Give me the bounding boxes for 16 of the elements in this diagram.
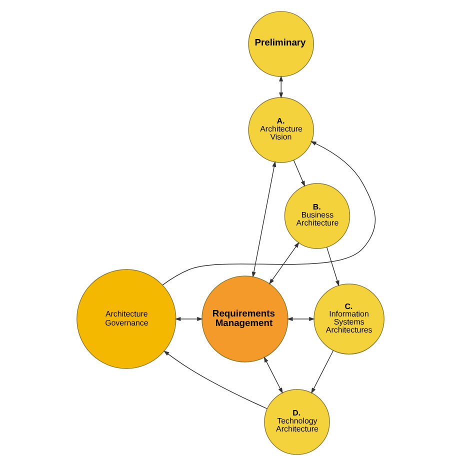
arrow — [174, 317, 202, 322]
arrow — [326, 246, 339, 286]
node-circle: A. Architecture Vision — [248, 97, 314, 163]
arrow — [268, 242, 299, 285]
arrow — [162, 141, 376, 286]
node-circle: Preliminary — [248, 11, 314, 77]
arrow — [251, 161, 276, 278]
node-circle: C. Information Systems Architectures — [313, 284, 384, 354]
arrow — [278, 76, 283, 98]
node-circle: Architecture Governance — [76, 269, 176, 369]
arrow — [286, 317, 314, 322]
arrow — [310, 350, 334, 394]
arrow — [292, 160, 305, 187]
node-circle: D. Technology Architecture — [264, 389, 330, 455]
arrow — [163, 350, 267, 410]
arrow — [263, 356, 282, 394]
